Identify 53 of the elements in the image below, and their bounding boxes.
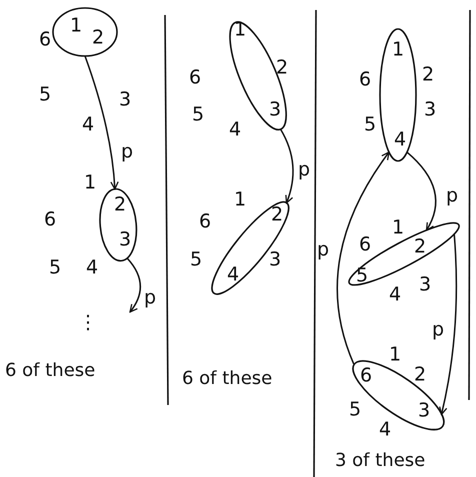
number: 4 <box>82 116 94 134</box>
number: 5 <box>48 258 62 278</box>
number: 3 <box>118 90 132 110</box>
number: 4 <box>388 286 402 304</box>
number: 1 <box>84 174 96 192</box>
arrow <box>280 129 294 204</box>
number: 6 <box>360 366 372 386</box>
number: 3 <box>424 100 436 120</box>
number: 3 <box>268 250 282 270</box>
number: 4 <box>86 258 98 278</box>
note-text: 6 of these <box>5 362 96 380</box>
number: 4 <box>228 120 242 140</box>
number: 3 <box>418 401 430 420</box>
loop-outline <box>100 189 136 261</box>
loop-outline <box>380 29 416 161</box>
arrow <box>438 234 458 416</box>
number: 3 <box>118 230 132 250</box>
number: 3 <box>268 100 282 120</box>
number: 2 <box>114 195 126 214</box>
number: 6 <box>38 30 52 50</box>
arrow <box>406 152 436 231</box>
number: 1 <box>70 16 82 36</box>
ellipsis-mark: ⋮ <box>78 314 98 332</box>
number: 5 <box>190 250 202 270</box>
number: 1 <box>234 190 246 210</box>
number: 2 <box>414 237 426 256</box>
number: 4 <box>378 420 392 440</box>
loop-outline <box>53 8 117 56</box>
arrow <box>126 258 142 313</box>
number: 6 <box>44 210 56 230</box>
number: 4 <box>394 130 406 150</box>
arrow <box>336 152 390 364</box>
number: 1 <box>392 40 404 60</box>
number: 3 <box>418 276 432 294</box>
note-text: 6 of these <box>182 370 272 388</box>
number: 6 <box>358 70 372 90</box>
number: 5 <box>364 116 376 134</box>
number: 6 <box>358 236 372 254</box>
number: 2 <box>92 28 104 48</box>
number: 1 <box>388 346 402 364</box>
number: 4 <box>226 265 240 284</box>
note-text: 3 of these <box>335 452 426 470</box>
number: 5 <box>38 86 52 104</box>
number: 6 <box>198 212 212 232</box>
number: 5 <box>192 106 204 124</box>
number: 2 <box>276 58 288 78</box>
number: 2 <box>270 205 284 224</box>
number: 2 <box>414 366 426 384</box>
number: 1 <box>392 218 404 238</box>
number: 6 <box>188 68 202 88</box>
arrow <box>84 56 119 190</box>
number: 2 <box>422 66 434 84</box>
number: 5 <box>348 400 362 420</box>
